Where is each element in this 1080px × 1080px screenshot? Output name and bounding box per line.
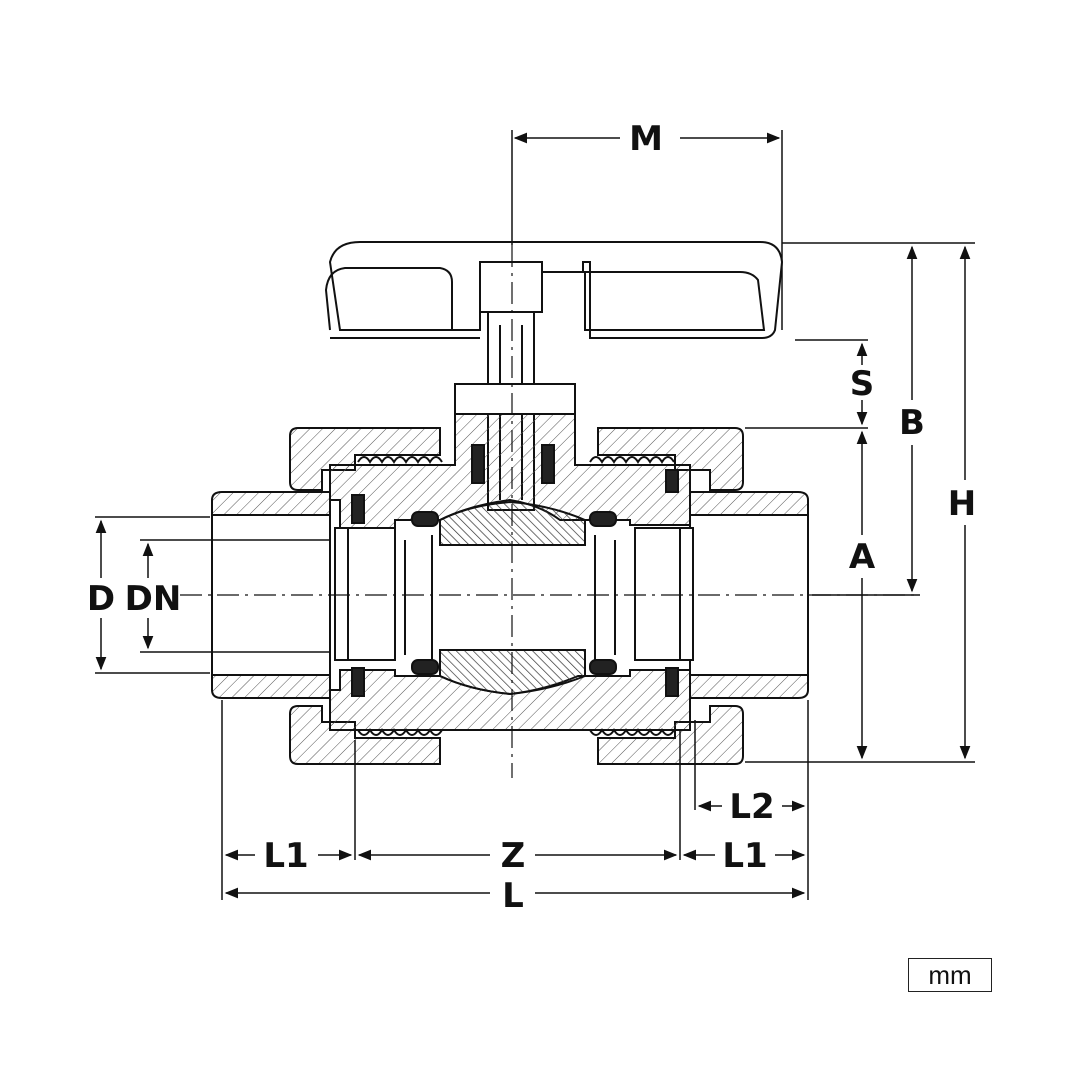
label-L1-left: L1 [263,836,308,876]
valve-body [180,241,920,778]
label-Z: Z [501,836,526,876]
label-L2: L2 [729,787,774,827]
label-D: D [87,579,115,619]
label-M: M [629,119,663,159]
label-H: H [948,484,976,524]
right-end-connector [689,491,809,516]
label-L: L [502,876,524,916]
left-thread-top [357,456,443,464]
right-thread-top [589,456,675,464]
left-end-connector [211,491,331,516]
label-S: S [850,364,875,404]
handle [324,241,784,339]
right-union-nut [597,427,744,491]
label-L1-right: L1 [722,836,767,876]
label-B: B [899,403,925,443]
seals [351,444,679,697]
dimension-lines [95,130,975,900]
label-DN: DN [125,579,182,619]
label-A: A [849,537,876,577]
unit-label: mm [908,958,992,992]
dimension-labels: M S B H A D DN L1 Z L1 L2 L [87,119,976,916]
